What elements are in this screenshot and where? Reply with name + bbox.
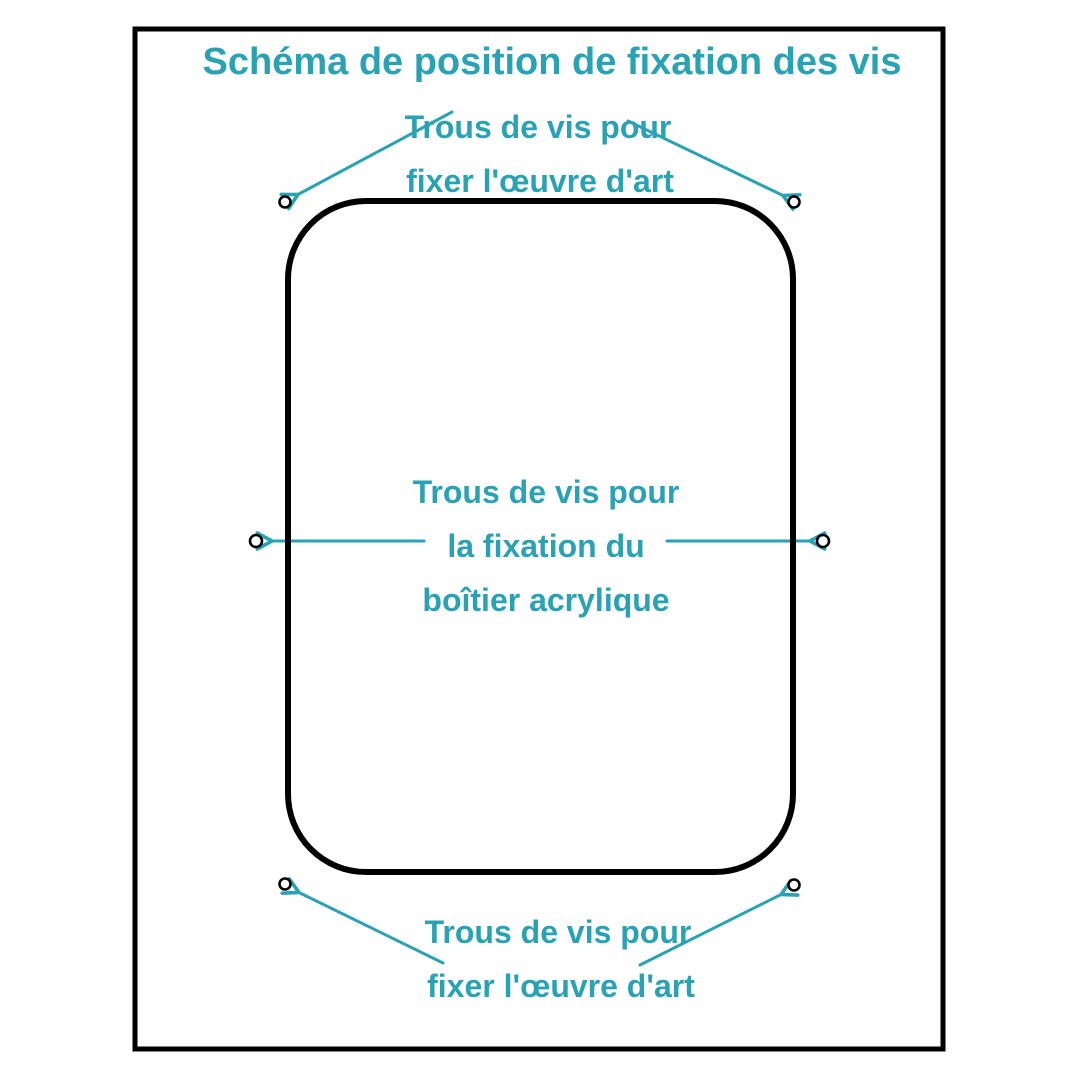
outer-frame bbox=[132, 26, 946, 1052]
screw-hole-bottom-left bbox=[278, 877, 292, 891]
middle-label-line-2: la fixation du bbox=[447, 528, 644, 564]
arrow-to-top-right-hole bbox=[626, 119, 802, 211]
middle-label-line-1: Trous de vis pour bbox=[413, 474, 680, 510]
top-label-line-2: fixer l'œuvre d'art bbox=[406, 163, 674, 199]
middle-label-line-3: boîtier acrylique bbox=[422, 582, 669, 618]
acrylic-panel-outline bbox=[285, 198, 796, 875]
screw-hole-middle-right bbox=[815, 533, 831, 549]
diagram-title: Schéma de position de fixation des vis bbox=[203, 41, 902, 83]
bottom-label-line-2: fixer l'œuvre d'art bbox=[427, 968, 695, 1004]
arrow-to-bottom-left-hole bbox=[280, 877, 445, 965]
screw-hole-top-left bbox=[278, 195, 292, 209]
screw-hole-bottom-right bbox=[787, 878, 801, 892]
screw-hole-top-right bbox=[787, 195, 801, 209]
screw-hole-middle-left bbox=[248, 533, 264, 549]
bottom-label-line-1: Trous de vis pour bbox=[425, 914, 692, 950]
arrow-to-bottom-right-hole bbox=[638, 878, 800, 967]
arrow-to-top-left-hole bbox=[279, 110, 454, 211]
